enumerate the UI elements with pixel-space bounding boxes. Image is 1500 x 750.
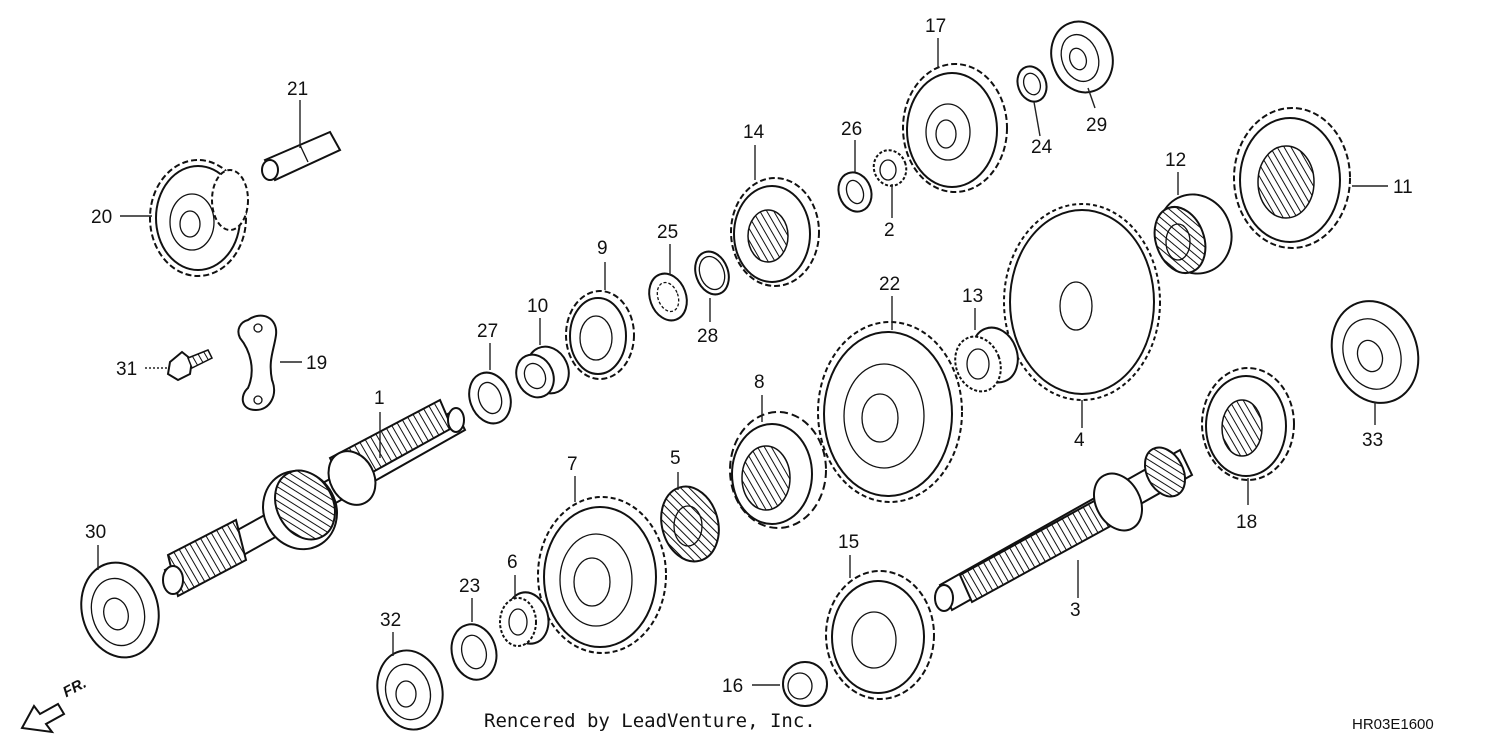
part-label-10: 10 (527, 296, 548, 317)
bearing-32 (376, 649, 444, 731)
part-label-3: 3 (1070, 600, 1081, 621)
part-label-23: 23 (459, 576, 480, 597)
render-credit: Rencered by LeadVenture, Inc. (484, 710, 816, 732)
part-label-22: 22 (879, 274, 900, 295)
part-label-6: 6 (507, 552, 518, 573)
part-label-13: 13 (962, 286, 983, 307)
part-label-24: 24 (1031, 137, 1053, 158)
needle-bearing-12 (1153, 193, 1233, 275)
gear-22 (817, 321, 963, 503)
washer-25 (648, 272, 688, 322)
part-label-8: 8 (754, 372, 765, 393)
part-label-20: 20 (91, 207, 112, 228)
part-label-30: 30 (85, 522, 106, 543)
bushing-16 (782, 661, 828, 707)
leader-lines (97, 38, 1388, 686)
snap-ring-28 (694, 250, 730, 296)
part-label-2: 2 (884, 220, 895, 241)
gear-idle-20 (149, 159, 249, 277)
part-label-15: 15 (838, 532, 859, 553)
needle-bearing-5 (660, 485, 720, 563)
countershaft (934, 446, 1194, 612)
part-labels: 1 2 3 4 5 6 7 8 9 10 11 12 13 14 15 16 1… (85, 16, 1413, 697)
bushing-6 (499, 591, 550, 647)
bearing-30 (80, 561, 160, 659)
part-label-14: 14 (743, 122, 765, 143)
part-label-26: 26 (841, 119, 862, 140)
washer-27 (468, 371, 512, 425)
part-label-28: 28 (697, 326, 718, 347)
part-label-25: 25 (657, 222, 678, 243)
diagram-code: HR03E1600 (1352, 716, 1434, 733)
idle-shaft-21 (261, 130, 342, 182)
gear-7 (537, 496, 667, 654)
gear-18 (1201, 367, 1295, 481)
part-label-33: 33 (1362, 430, 1383, 451)
gear-14 (730, 177, 820, 287)
needle-bearing-2 (872, 149, 908, 187)
mainshaft (162, 398, 467, 598)
part-label-29: 29 (1086, 115, 1107, 136)
bolt-31 (166, 349, 214, 382)
front-direction-arrow-icon (20, 702, 66, 734)
part-label-31: 31 (116, 359, 137, 380)
washer-26 (837, 171, 873, 213)
bearing-29 (1050, 20, 1114, 94)
washer-24 (1016, 65, 1048, 103)
part-label-18: 18 (1236, 512, 1257, 533)
part-label-32: 32 (380, 610, 401, 631)
bearing-33 (1330, 300, 1420, 404)
bushing-13 (954, 326, 1019, 393)
part-label-9: 9 (597, 238, 608, 259)
bushing-10 (515, 345, 570, 399)
gear-9 (565, 290, 635, 380)
gear-8 (729, 411, 827, 529)
set-plate-19 (237, 314, 278, 412)
gear-large-4 (1003, 203, 1161, 401)
part-label-5: 5 (670, 448, 681, 469)
part-label-16: 16 (722, 676, 743, 697)
gear-15 (825, 570, 935, 700)
part-label-11: 11 (1393, 177, 1413, 198)
part-label-4: 4 (1074, 430, 1085, 451)
gear-17 (902, 63, 1008, 193)
part-label-1: 1 (374, 388, 385, 409)
part-label-12: 12 (1165, 150, 1186, 171)
part-label-21: 21 (287, 79, 308, 100)
part-label-17: 17 (925, 16, 946, 37)
gear-11 (1233, 107, 1351, 249)
washer-23 (450, 623, 498, 681)
part-label-7: 7 (567, 454, 578, 475)
part-label-27: 27 (477, 321, 498, 342)
part-label-19: 19 (306, 353, 327, 374)
